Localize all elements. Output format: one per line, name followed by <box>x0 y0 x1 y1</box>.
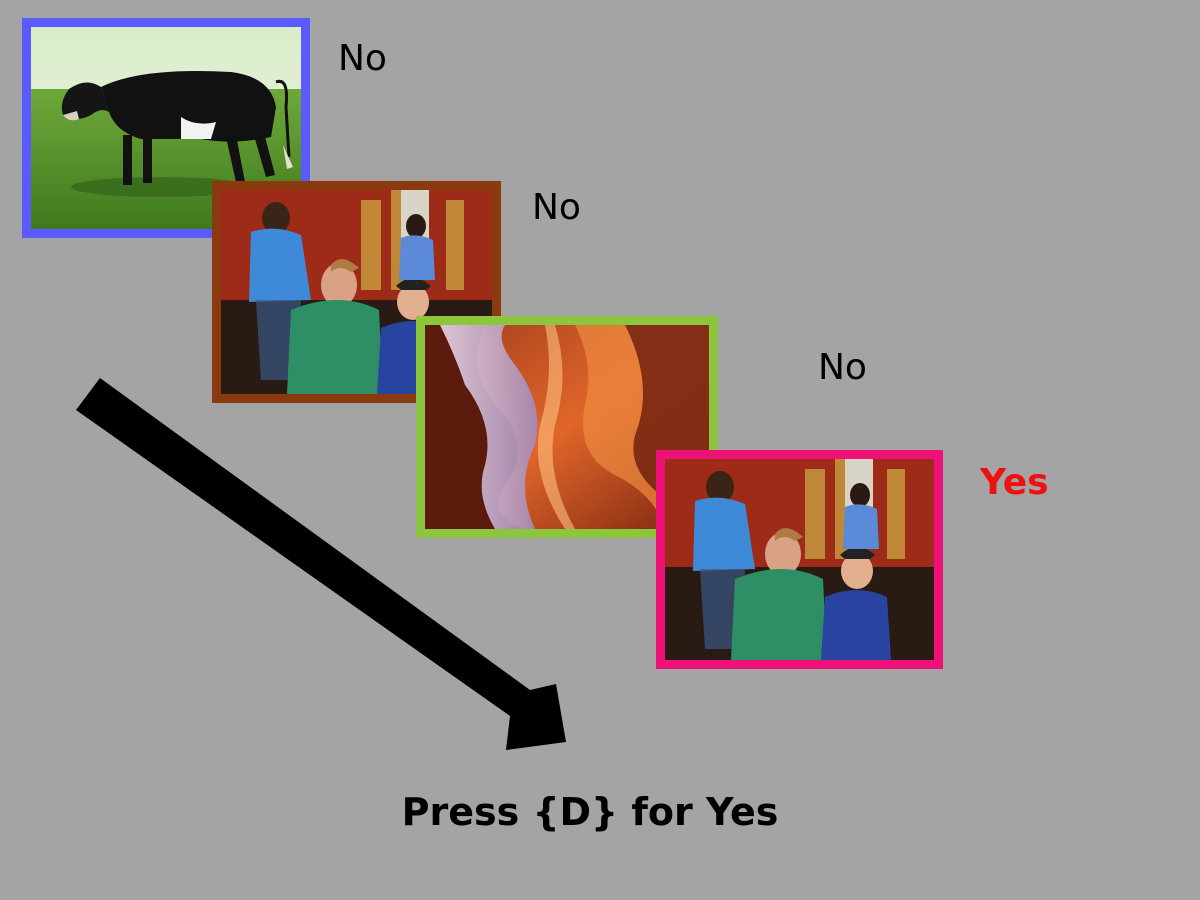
trial-image-canyon <box>416 316 718 538</box>
canyon-photo <box>425 325 709 529</box>
temple-photo-target <box>665 459 934 660</box>
instruction-text: Press {D} for Yes <box>401 790 779 834</box>
response-label-3: No <box>818 347 867 388</box>
response-label-4: Yes <box>980 462 1049 503</box>
trial-image-temple-2 <box>656 450 943 669</box>
response-label-1: No <box>338 38 387 79</box>
response-label-2: No <box>532 187 581 228</box>
